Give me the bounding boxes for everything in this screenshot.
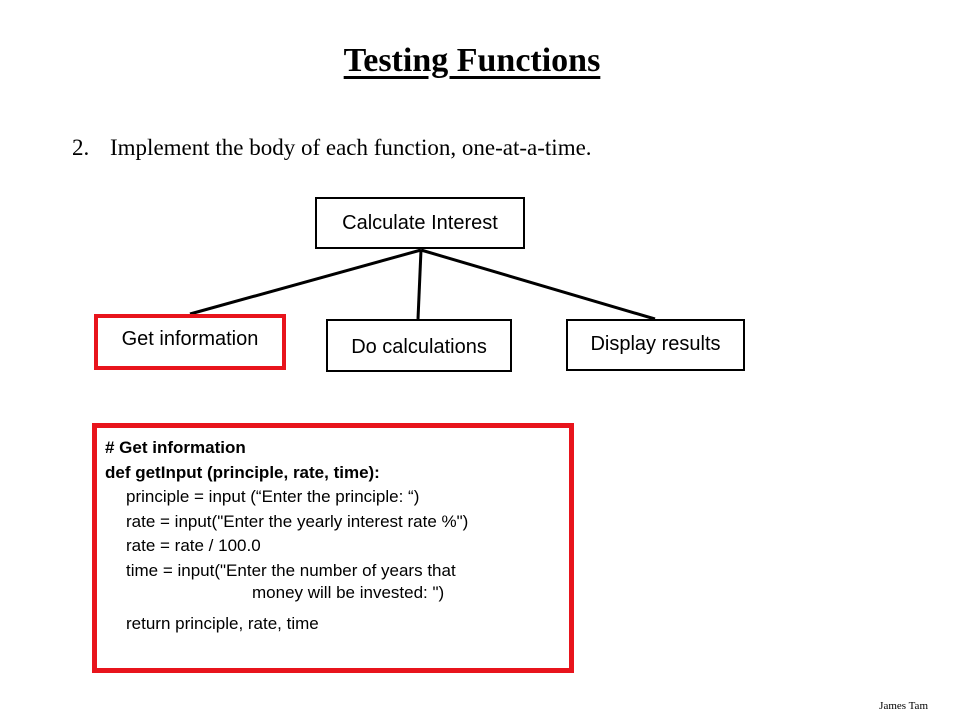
code-comment: # Get information: [105, 438, 246, 457]
code-def-line: def getInput (principle, rate, time):: [105, 462, 380, 482]
code-line-principle: principle = input (“Enter the principle:…: [126, 487, 420, 506]
code-line-return: return principle, rate, time: [126, 613, 319, 633]
step-number: 2.: [72, 135, 90, 160]
connector-to-display-results: [420, 248, 656, 321]
display-results-box: Display results: [566, 319, 745, 371]
step-item: 2. Implement the body of each function, …: [72, 135, 592, 161]
calculate-interest-box: Calculate Interest: [315, 197, 525, 249]
code-line-rate-input: rate = input("Enter the yearly interest …: [126, 511, 469, 531]
code-line-rate-divide: rate = rate / 100.0: [126, 536, 261, 555]
slide-title: Testing Functions: [343, 42, 601, 79]
step-text: Implement the body of each function, one…: [110, 135, 592, 160]
connector-to-do-calculations: [416, 249, 423, 320]
code-listing: # Get information def getInput (principl…: [92, 423, 574, 673]
author-credit: James Tam: [879, 700, 928, 712]
connector-to-get-information: [189, 248, 422, 316]
code-line-time-input: time = input("Enter the number of years …: [126, 560, 456, 580]
do-calculations-box: Do calculations: [326, 319, 512, 372]
get-information-box: Get information: [94, 314, 286, 370]
code-line-time-continuation: money will be invested: "): [252, 583, 445, 602]
